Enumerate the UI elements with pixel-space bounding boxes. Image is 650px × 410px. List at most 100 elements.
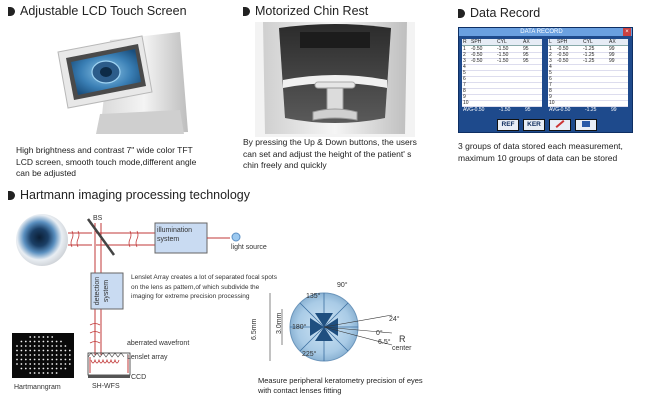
avg-cell: -0.50 — [559, 107, 571, 113]
hartmann-spot — [64, 363, 67, 365]
table-cell: 3 — [549, 58, 552, 64]
hartmann-spot — [20, 340, 23, 343]
table-row: 7 — [548, 82, 628, 89]
table-cell: 99 — [609, 58, 615, 64]
chin-description: By pressing the Up & Down buttons, the u… — [243, 137, 417, 170]
hartmanngram-label: Hartmanngram — [14, 384, 61, 391]
hartmann-spot — [33, 363, 36, 365]
hartmann-spot — [38, 372, 40, 374]
hartmann-spot — [55, 372, 58, 374]
table-row: 5 — [548, 70, 628, 77]
table-cell: -1.25 — [583, 52, 595, 58]
hartmann-spot — [46, 367, 49, 370]
table-row: 9 — [548, 94, 628, 101]
hartmann-spot — [20, 363, 23, 365]
hartmann-spot — [24, 367, 27, 370]
table-cell: -0.50 — [471, 52, 483, 58]
hartmann-spot — [51, 363, 54, 365]
hartmann-spot — [64, 349, 67, 352]
center-label: center — [392, 345, 412, 352]
hartmann-spot — [16, 345, 18, 347]
hartmann-spot — [51, 340, 54, 343]
hartmann-spot — [38, 340, 40, 343]
table-cell: 9 — [463, 94, 466, 100]
hartmann-spot — [64, 354, 67, 356]
delete-button[interactable] — [575, 119, 597, 131]
hartmann-spot — [38, 345, 40, 347]
table-row: 7 — [462, 82, 542, 89]
table-cell: -1.25 — [583, 46, 595, 52]
hartmann-spot — [29, 340, 32, 343]
hartmann-spot — [29, 349, 32, 352]
beam-splitter — [86, 218, 116, 256]
avg-cell: 95 — [525, 107, 531, 113]
table-cell: 95 — [523, 52, 529, 58]
hartmann-spot — [55, 345, 58, 347]
hartmann-spot — [51, 358, 54, 361]
hartmann-spot — [42, 363, 45, 365]
table-row: 8 — [462, 88, 542, 95]
hartmann-spot — [68, 349, 71, 352]
hartmann-spot — [51, 336, 54, 338]
hartmann-spot — [38, 358, 40, 361]
hartmann-spot — [60, 354, 62, 356]
table-cell: 8 — [463, 88, 466, 94]
hartmann-spot — [46, 340, 49, 343]
hartmann-spot — [24, 345, 27, 347]
column-header: CYL — [497, 39, 507, 45]
table-cell: 4 — [549, 64, 552, 70]
aberrated-wavefront-label: aberrated wavefront — [127, 340, 190, 347]
lcd-device-image — [57, 32, 188, 134]
column-header: AX — [609, 39, 616, 45]
ref-button[interactable]: REF — [497, 119, 519, 131]
light-source-icon — [231, 232, 241, 242]
data-record-titlebar: DATA RECORD × — [459, 28, 632, 36]
hartmann-heading-text: Hartmann imaging processing technology — [20, 188, 250, 202]
bullet-icon — [243, 6, 250, 16]
angle-0-label: 0° — [376, 330, 383, 337]
lenslet-note: Lenslet Array creates a lot of separated… — [131, 274, 277, 300]
bs-label: BS — [93, 215, 103, 222]
column-header: R — [463, 39, 467, 45]
hartmann-spot — [29, 363, 32, 365]
column-header: L — [549, 39, 552, 45]
hartmann-spot — [60, 345, 62, 347]
column-header: AX — [523, 39, 530, 45]
hartmann-spot — [29, 372, 32, 374]
hartmann-spot — [51, 354, 54, 356]
table-cell: 1 — [549, 46, 552, 52]
close-icon[interactable]: × — [623, 28, 631, 36]
hartmann-spot — [68, 354, 71, 356]
table-cell: -1.25 — [583, 58, 595, 64]
table-row: 6 — [548, 76, 628, 83]
bullet-icon — [458, 8, 465, 18]
hartmann-spot — [33, 372, 36, 374]
table-cell: 99 — [609, 46, 615, 52]
ker-button[interactable]: KER — [523, 119, 545, 131]
hartmann-spot — [46, 354, 49, 356]
table-row: 4 — [548, 64, 628, 71]
print-button[interactable] — [549, 119, 571, 131]
data-record-title: DATA RECORD — [520, 29, 563, 35]
avg-cell: 99 — [611, 107, 617, 113]
table-cell: -0.50 — [471, 58, 483, 64]
table-row: 9 — [462, 94, 542, 101]
table-cell: 95 — [523, 46, 529, 52]
bullet-icon — [8, 190, 15, 200]
bullet-icon — [8, 6, 15, 16]
hartmann-spot — [24, 340, 27, 343]
table-row: 10 — [548, 100, 628, 107]
hartmann-diagram — [12, 214, 241, 378]
eye-image — [16, 214, 68, 266]
table-cell: 6 — [549, 76, 552, 82]
avg-cell: -0.50 — [473, 107, 485, 113]
table-cell: 10 — [463, 100, 469, 106]
angle-90-label: 90° — [337, 282, 348, 289]
angle-180-label: 180° — [292, 324, 307, 331]
